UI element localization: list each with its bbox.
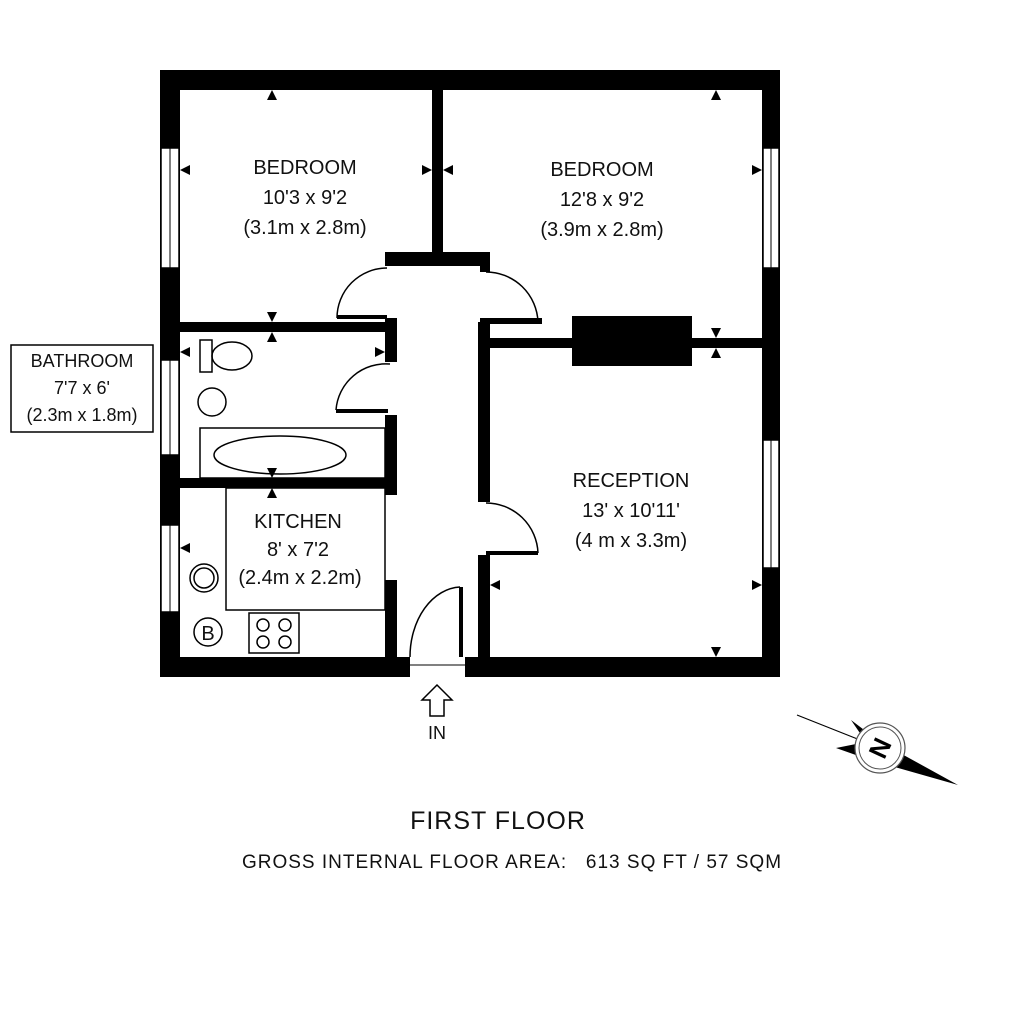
chimney-breast xyxy=(572,316,692,366)
room-size-metric: (3.1m x 2.8m) xyxy=(243,217,366,239)
room-size-metric: (2.3m x 1.8m) xyxy=(26,405,137,425)
room-size-imperial: 7'7 x 6' xyxy=(54,378,110,398)
bathroom-label-box xyxy=(10,344,154,433)
room-size-imperial: 12'8 x 9'2 xyxy=(560,189,644,211)
entrance-arrow-icon xyxy=(420,683,454,717)
room-size-metric: (4 m x 3.3m) xyxy=(575,530,687,552)
hob-icon xyxy=(248,612,300,654)
toilet-cistern xyxy=(199,339,213,373)
bath-icon xyxy=(213,435,347,475)
room-name: KITCHEN xyxy=(254,511,342,533)
floor-title: FIRST FLOOR xyxy=(410,807,586,835)
room-size-metric: (2.4m x 2.2m) xyxy=(238,567,361,589)
boiler-icon xyxy=(193,617,223,647)
floor-area: GROSS INTERNAL FLOOR AREA: 613 SQ FT / 5… xyxy=(242,852,782,873)
compass-icon: N xyxy=(796,714,958,785)
room-size-metric: (3.9m x 2.8m) xyxy=(540,219,663,241)
bath xyxy=(199,427,386,479)
fixtures: B xyxy=(189,339,386,654)
entrance-label: IN xyxy=(428,723,446,743)
room-bathroom: BATHROOM 7'7 x 6' (2.3m x 1.8m) xyxy=(10,344,154,433)
room-bedroom-2: BEDROOM 12'8 x 9'2 (3.9m x 2.8m) xyxy=(540,159,663,241)
room-reception: RECEPTION 13' x 10'11' (4 m x 3.3m) xyxy=(573,470,690,552)
sink-icon xyxy=(197,387,227,417)
room-name: BATHROOM xyxy=(31,351,134,371)
windows xyxy=(160,147,780,613)
entrance-marker: IN xyxy=(420,683,454,743)
kitchen-counter xyxy=(225,487,386,611)
room-size-imperial: 10'3 x 9'2 xyxy=(263,187,347,209)
room-bedroom-1: BEDROOM 10'3 x 9'2 (3.1m x 2.8m) xyxy=(243,157,366,239)
dimension-arrows xyxy=(180,90,762,657)
room-name: BEDROOM xyxy=(253,157,356,179)
doors xyxy=(335,267,539,666)
boiler-label: B xyxy=(201,623,214,645)
room-name: BEDROOM xyxy=(550,159,653,181)
room-name: RECEPTION xyxy=(573,470,690,492)
room-size-imperial: 8' x 7'2 xyxy=(267,539,329,561)
room-size-imperial: 13' x 10'11' xyxy=(582,500,680,522)
room-kitchen: KITCHEN 8' x 7'2 (2.4m x 2.2m) xyxy=(238,511,361,589)
washing-machine-icon xyxy=(189,563,219,593)
toilet-icon xyxy=(211,341,253,371)
